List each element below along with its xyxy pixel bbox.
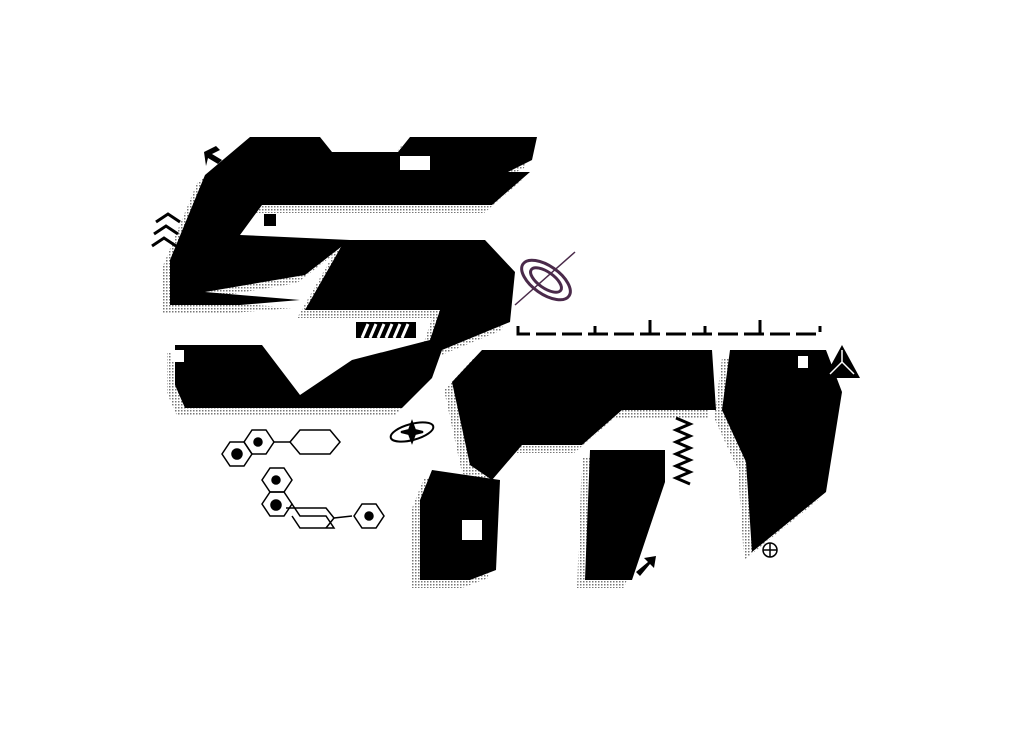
chevron-stack-icon [151, 212, 181, 248]
orbit-star-icon [389, 419, 435, 445]
stroke-left-drop [420, 470, 500, 580]
cutouts [172, 156, 808, 540]
ring-orbit-icon [514, 251, 576, 306]
arrow-up-right-icon [636, 556, 656, 576]
triangle-icon [824, 345, 860, 378]
arrow-icon [204, 146, 222, 166]
stroke-hook [175, 240, 515, 408]
stroke-right [722, 350, 842, 552]
ruler-scale-icon [516, 320, 822, 336]
crosshair-globe-icon [762, 542, 778, 558]
glyph-ink [170, 137, 842, 580]
hexagon-molecule-icon [221, 429, 385, 529]
hatched-bar [356, 322, 416, 339]
stroke-top [170, 137, 537, 305]
stroke-cross [452, 350, 716, 480]
stroke-middle [585, 450, 665, 580]
zigzag-icon [672, 416, 694, 486]
